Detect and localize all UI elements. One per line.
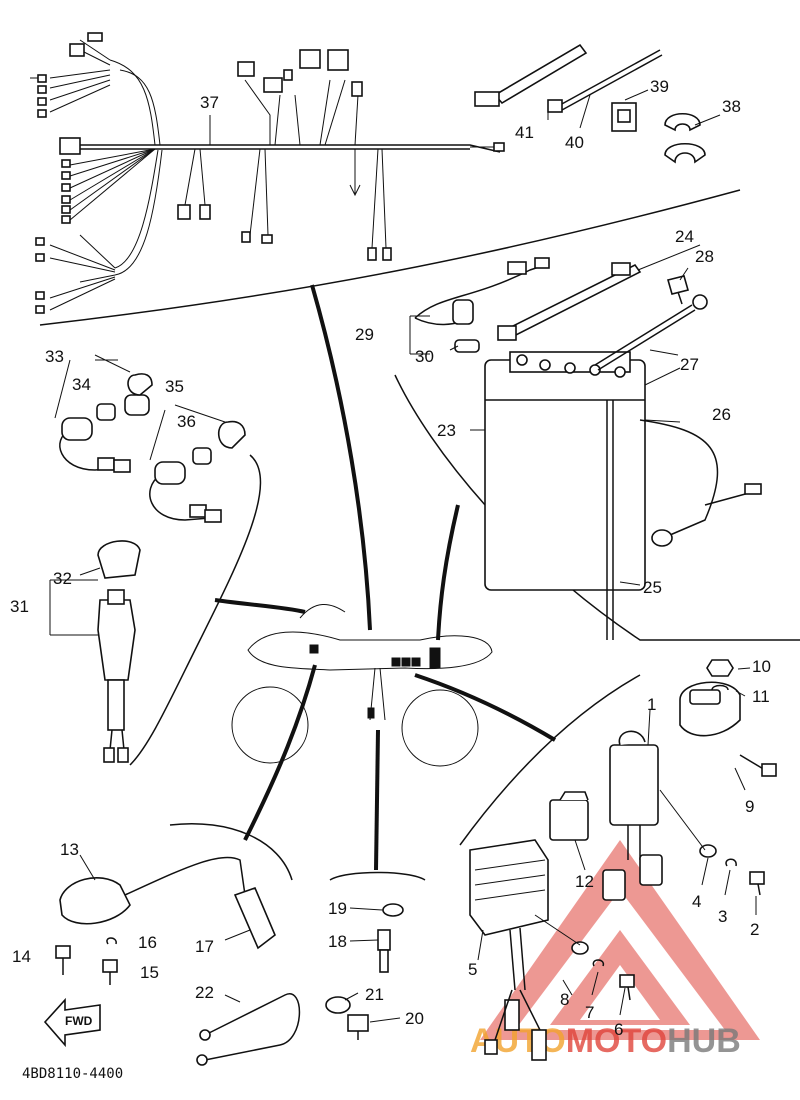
callout-2: 2 [750,920,759,939]
drawing-code: 4BD8110-4400 [22,1066,123,1082]
sensor-9 [679,681,777,777]
callout-labels: 37 41 40 39 38 24 28 29 30 27 26 23 25 3… [10,77,771,1039]
negative-cable-27 [594,294,708,371]
callout-22: 22 [195,983,214,1002]
callout-28: 28 [695,247,714,266]
left-section-outline [129,454,262,766]
callout-37: 37 [200,93,219,112]
callout-35: 35 [165,377,184,396]
switch-35 [149,420,246,523]
nut-10 [706,659,734,677]
callout-34: 34 [72,375,91,394]
washer-19 [382,903,404,917]
fuse-30 [454,339,480,353]
callout-14: 14 [12,947,31,966]
callout-32: 32 [53,569,72,588]
switch-33 [59,373,153,473]
cdi-unit-1 [602,730,663,901]
callout-lines [49,89,757,1023]
callout-31: 31 [10,597,29,616]
callout-9: 9 [745,797,754,816]
cable-tie-40 [547,49,663,113]
callout-33: 33 [45,347,64,366]
washer-7 [592,959,605,967]
callout-18: 18 [328,932,347,951]
fuse-holder-29 [414,257,550,326]
callout-41: 41 [515,123,534,142]
cap-32 [97,540,141,579]
callout-1: 1 [647,695,656,714]
screw-6 [619,974,635,1001]
callout-11: 11 [752,687,770,706]
callout-16: 16 [138,933,157,952]
lead-22 [196,993,301,1066]
callout-25: 25 [643,578,662,597]
rectifier-5 [469,839,549,1061]
callout-17: 17 [195,937,214,956]
callout-23: 23 [437,421,456,440]
screw-2 [749,871,765,896]
callout-13: 13 [60,840,79,859]
callout-5: 5 [468,960,477,979]
right-section-outline [459,674,641,846]
callout-21: 21 [365,985,384,1004]
main-switch-31 [97,589,136,763]
bolt-28 [667,275,689,305]
center-section-outline [329,871,426,881]
bolt-14 [55,945,71,975]
harness-connectors [30,32,505,314]
breather-hose-25 [606,400,614,640]
ignition-coil-13 [59,856,276,950]
callout-6: 6 [614,1020,623,1039]
callout-20: 20 [405,1009,424,1028]
callout-38: 38 [722,97,741,116]
callout-7: 7 [585,1003,594,1022]
callout-39: 39 [650,77,669,96]
callout-29: 29 [355,325,374,344]
holder-38 [664,113,706,164]
bolt-20 [347,1014,369,1040]
callout-26: 26 [712,405,731,424]
callout-24: 24 [675,227,694,246]
callout-10: 10 [752,657,771,676]
callout-36: 36 [177,412,196,431]
callout-8: 8 [560,990,569,1009]
fwd-label: FWD [65,1014,93,1028]
callout-3: 3 [718,907,727,926]
fwd-arrow: FWD [43,997,101,1048]
band-41 [474,43,588,107]
vehicle-silhouette [231,604,493,767]
plug-18 [377,929,391,973]
relay-12 [549,791,589,841]
washer-21 [325,996,351,1014]
washer-16 [106,937,117,945]
callout-4: 4 [692,892,701,911]
battery-band-24 [497,262,642,341]
clamp-39 [611,102,637,132]
callout-27: 27 [680,355,699,374]
battery-23 [484,351,646,591]
callout-40: 40 [565,133,584,152]
washer-11 [711,684,729,691]
callout-19: 19 [328,899,347,918]
battery-cable-26 [639,419,762,547]
callout-15: 15 [140,963,159,982]
bolt-15 [102,959,118,985]
callout-12: 12 [575,872,594,891]
wire-harness [39,39,741,326]
callout-30: 30 [415,347,434,366]
leader-lines [214,284,557,871]
washer-3 [725,858,737,867]
washer-8 [571,941,589,955]
coil-section-outline [169,823,293,881]
